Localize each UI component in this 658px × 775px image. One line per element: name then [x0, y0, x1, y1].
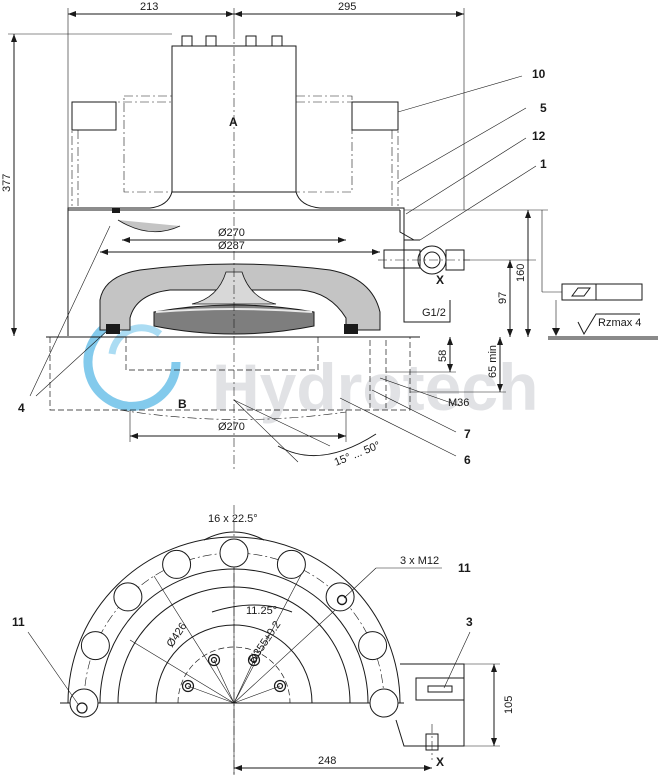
dim-h58: 58	[437, 350, 449, 362]
callout-12: 12	[532, 129, 546, 143]
label-b: B	[178, 397, 187, 411]
dim-h97: 97	[497, 292, 509, 304]
callout-leaders	[29, 75, 537, 457]
label-angle: 15° ... 50°	[333, 439, 383, 468]
bolt-hole	[358, 631, 388, 661]
callout-6: 6	[464, 453, 471, 467]
callout-4: 4	[18, 401, 25, 415]
label-a: A	[229, 115, 238, 129]
dim-d270-bottom: Ø270	[218, 421, 245, 433]
seal-left	[106, 324, 120, 334]
bolt-hole	[276, 549, 306, 579]
label-bolts: 3 x M12	[400, 555, 439, 567]
dim-h160: 160	[515, 264, 527, 282]
bolt-hole	[113, 582, 143, 612]
dim-d287: Ø287	[218, 240, 245, 252]
callout-7: 7	[464, 427, 471, 441]
label-m36: M36	[448, 397, 469, 409]
bolt-hole	[219, 538, 249, 568]
roughness-symbol	[577, 313, 640, 336]
watermark: Hydrotech	[83, 315, 538, 424]
bolt-hole	[80, 631, 110, 661]
dim-width-right: 295	[338, 1, 356, 13]
valve-bolts	[181, 35, 283, 47]
inner-bolt-hole	[210, 656, 218, 664]
seal-right	[344, 324, 358, 334]
dim-w248: 248	[318, 755, 336, 767]
inner-bolt-hole	[250, 656, 258, 664]
angle-arc	[277, 433, 377, 457]
side-view: 213 295 377 A	[1, 1, 658, 470]
outer-contour	[67, 536, 401, 704]
label-d426: Ø426	[165, 621, 190, 650]
inner-bolt-hole	[273, 679, 287, 693]
plan-view	[60, 505, 465, 775]
label-x-side: X	[436, 273, 444, 287]
callout-5: 5	[540, 101, 547, 115]
dim-height-total: 377	[1, 174, 13, 192]
base-plate	[67, 191, 420, 336]
lower-hidden	[49, 337, 411, 411]
bolt-holes	[69, 538, 399, 718]
label-port-g: G1/2	[422, 307, 446, 319]
callout-1: 1	[540, 157, 547, 171]
label-holes-top: 16 x 22.5°	[208, 513, 258, 525]
bolt-hole	[162, 549, 192, 579]
inner-bolt-hole	[181, 679, 195, 693]
dim-h105: 105	[503, 696, 515, 714]
m12-hole	[336, 594, 348, 606]
block-3	[415, 677, 465, 701]
dim-width-left: 213	[140, 1, 158, 13]
label-x-plan: X	[436, 755, 444, 769]
callout-11-right: 11	[458, 561, 471, 575]
inner-bolt-hole	[247, 653, 261, 667]
watermark-text: Hydrotech	[212, 350, 538, 424]
dim-d270-top: Ø270	[218, 227, 245, 239]
inner-bolt-holes	[181, 594, 348, 693]
callout-10: 10	[532, 67, 546, 81]
bolt-hole	[325, 582, 355, 612]
flatness-symbol	[541, 210, 643, 336]
dim-h65: 65 min	[487, 345, 499, 378]
label-d355: Ø355±0.2	[247, 619, 284, 666]
inner-bolt-hole	[276, 682, 284, 690]
callout-11-left: 11	[12, 615, 25, 629]
callout-3: 3	[466, 615, 473, 629]
label-surface: Rzmax 4	[598, 317, 641, 329]
ring-section	[99, 263, 381, 331]
label-angle-small: 11.25°	[246, 605, 277, 617]
port-x-fitting	[378, 240, 470, 323]
inner-bolt-hole	[184, 682, 192, 690]
bolt-hole	[369, 688, 399, 718]
inner-bolt-hole	[207, 653, 221, 667]
